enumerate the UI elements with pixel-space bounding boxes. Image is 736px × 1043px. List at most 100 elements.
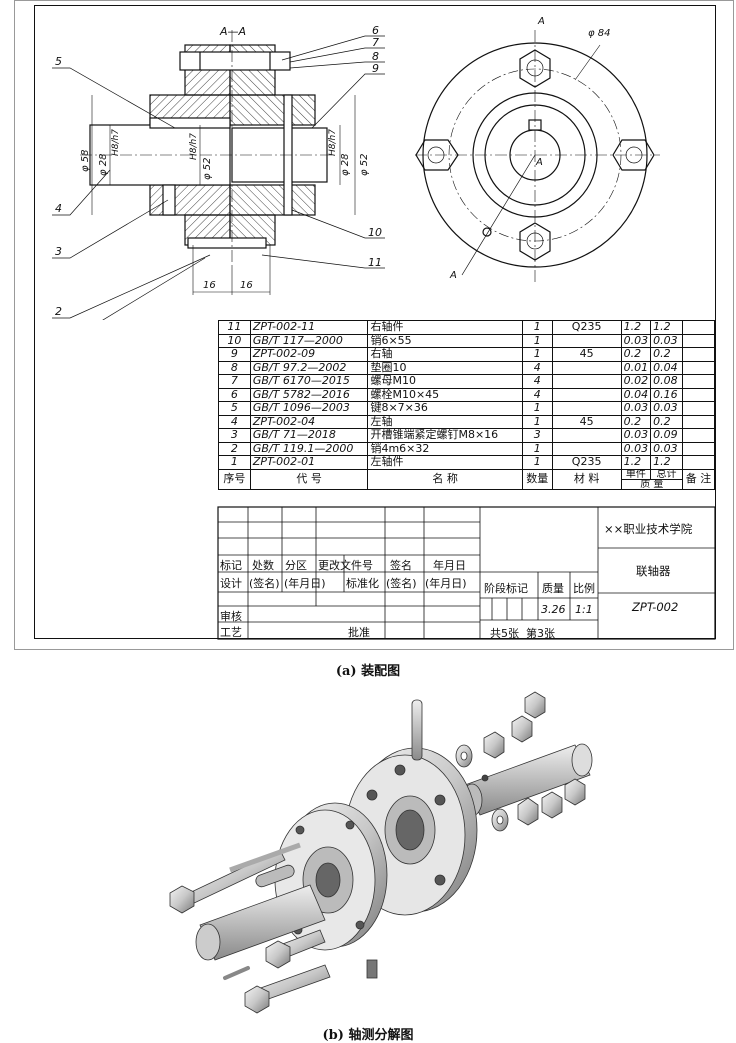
- bom-header-mass: 质 量: [620, 478, 684, 490]
- callout-7: 7: [372, 36, 379, 49]
- bom-cell-material: [551, 441, 622, 456]
- dim-h8h7-left: H8/h7: [111, 129, 121, 156]
- bom-cell-qty: 1: [521, 333, 553, 348]
- bom-cell-no: 4: [218, 414, 251, 429]
- bom-header-code: 代 号: [249, 468, 369, 490]
- bom-cell-material: 45: [551, 347, 622, 362]
- tb-date: 年月日: [433, 559, 466, 572]
- bom-cell-unit: 1.2: [620, 320, 652, 335]
- bom-cell-code: GB/T 117—2000: [249, 333, 369, 348]
- small-pin-illustration: [223, 966, 250, 980]
- tb-review: 审核: [220, 610, 242, 623]
- bom-cell-name: 螺栓M10×45: [367, 387, 523, 402]
- callout-11: 11: [368, 256, 382, 269]
- dim-h8h7-center: H8/h7: [189, 133, 199, 160]
- bom-cell-name: 销6×55: [367, 333, 523, 348]
- section-label: A—A: [219, 25, 246, 38]
- bom-cell-note: [682, 428, 715, 443]
- nut-washer-illustrations: [455, 691, 586, 832]
- bom-cell-material: 45: [551, 414, 622, 429]
- bom-cell-total: 0.08: [650, 374, 684, 389]
- end-view: [415, 30, 660, 285]
- caption-exploded: (b) 轴测分解图: [322, 1028, 414, 1043]
- set-screw-illustration: [366, 959, 378, 979]
- tb-count: 处数: [252, 559, 274, 572]
- key-illustration: [255, 864, 295, 888]
- bom-cell-code: GB/T 97.2—2002: [249, 360, 369, 375]
- drawing-sheet-frame: [14, 0, 734, 650]
- bom-cell-material: [551, 333, 622, 348]
- assembly-drawing: A—A A A A φ 84 16 16 φ 58 φ 28 H8/h7 H8/…: [52, 16, 660, 320]
- bom-header-note: 备 注: [682, 468, 715, 490]
- dim-w16a: 16: [203, 280, 216, 291]
- tb-sheets: 共5张 第3张: [490, 627, 555, 640]
- bom-cell-name: 销4m6×32: [367, 441, 523, 456]
- tb-change-doc: 更改文件号: [318, 559, 373, 572]
- bom-cell-name: 螺母M10: [367, 374, 523, 389]
- tb-craft: 工艺: [220, 626, 242, 639]
- bom-header-material: 材 料: [551, 468, 622, 490]
- callout-10: 10: [368, 226, 382, 239]
- tb-mass-label: 质量: [542, 582, 564, 595]
- bom-header-no: 序号: [218, 468, 251, 490]
- dim-phi58: φ 58: [80, 150, 91, 173]
- bom-cell-material: [551, 360, 622, 375]
- tb-standard: 标准化: [346, 577, 379, 590]
- tb-design-date: (年月日): [284, 577, 326, 590]
- pin-illustration: [411, 699, 423, 761]
- bom-cell-note: [682, 387, 715, 402]
- tb-drawing-name: 联轴器: [636, 564, 671, 578]
- view-label-bottom: A: [449, 270, 457, 281]
- bolt-illustrations: [169, 842, 331, 1014]
- caption-assembly: (a) 装配图: [335, 664, 401, 679]
- bom-cell-material: [551, 428, 622, 443]
- bom-cell-code: ZPT-002-11: [249, 320, 369, 335]
- bom-cell-unit: 0.04: [620, 387, 652, 402]
- bom-cell-no: 6: [218, 387, 251, 402]
- bom-cell-unit: 0.2: [620, 414, 652, 429]
- bom-cell-code: GB/T 6170—2015: [249, 374, 369, 389]
- bom-cell-note: [682, 414, 715, 429]
- bom-header-name: 名 称: [367, 468, 523, 490]
- bom-header-row: 序号 代 号 名 称 数量 材 料 单件 总计 备 注: [218, 468, 715, 490]
- bom-cell-note: [682, 333, 715, 348]
- bom-cell-qty: 4: [521, 387, 553, 402]
- dim-h8h7-right: H8/h7: [328, 129, 338, 156]
- dim-w16b: 16: [240, 280, 253, 291]
- dim-phi84: φ 84: [588, 28, 611, 39]
- callout-3: 3: [55, 245, 62, 258]
- bom-cell-note: [682, 360, 715, 375]
- view-label-mid: A: [535, 157, 543, 168]
- callout-5: 5: [55, 55, 62, 68]
- bom-cell-qty: 1: [521, 401, 553, 416]
- callout-2: 2: [55, 305, 62, 318]
- tb-standard-sign: (签名): [386, 577, 417, 590]
- bom-cell-note: [682, 374, 715, 389]
- dim-phi28-right: φ 28: [340, 154, 351, 177]
- tb-institute: ××职业技术学院: [604, 522, 693, 536]
- bom-cell-name: 开槽锥端紧定螺钉M8×16: [367, 428, 523, 443]
- bom-cell-no: 8: [218, 360, 251, 375]
- bom-cell-code: ZPT-002-09: [249, 347, 369, 362]
- tb-mark: 标记: [220, 559, 242, 572]
- bom-cell-no: 7: [218, 374, 251, 389]
- bom-cell-qty: 1: [521, 347, 553, 362]
- bom-cell-name: 左轴: [367, 414, 523, 429]
- bom-cell-note: [682, 347, 715, 362]
- dim-phi52-right: φ 52: [359, 154, 370, 177]
- left-shaft-illustration: [195, 884, 326, 961]
- tb-design-sign: (签名): [249, 577, 280, 590]
- dim-phi52-left: φ 52: [202, 158, 213, 181]
- bom-cell-unit: 0.03: [620, 333, 652, 348]
- callout-9: 9: [372, 62, 379, 75]
- view-label-top: A: [537, 16, 545, 27]
- tb-scale-label: 比例: [573, 582, 595, 595]
- section-view: [80, 30, 356, 295]
